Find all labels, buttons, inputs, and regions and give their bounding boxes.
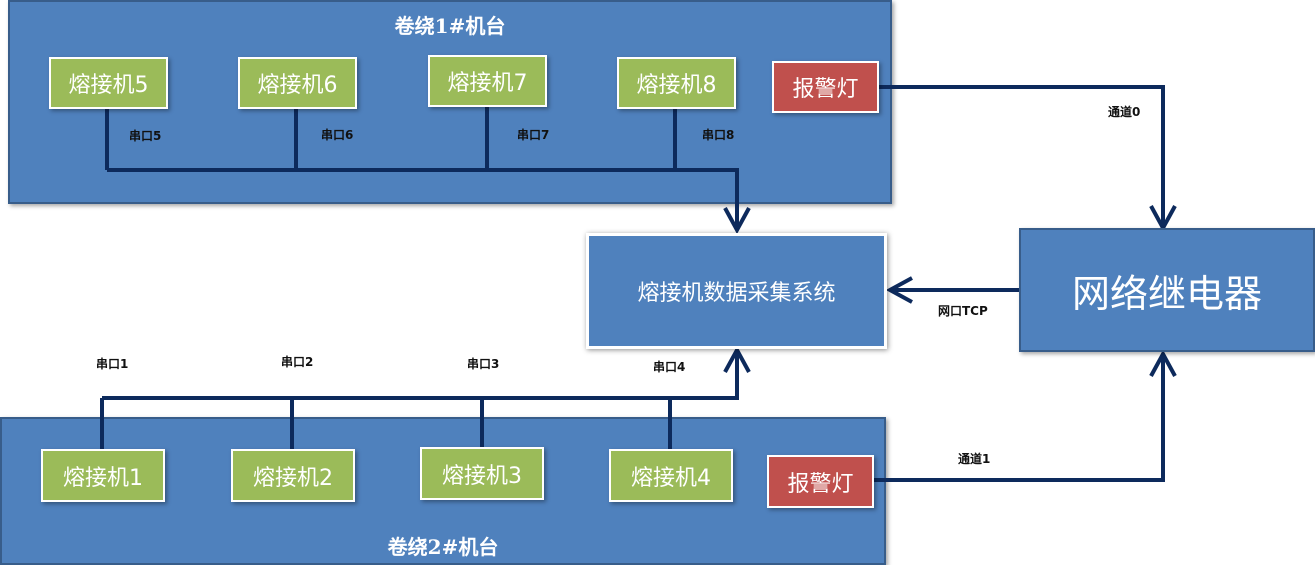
- port-label-2: 串口2: [281, 355, 314, 369]
- channel-1-label: 通道1: [958, 452, 991, 466]
- arrow-machine-2-to-system: [723, 345, 751, 373]
- welder-6[interactable]: 熔接机6: [238, 57, 357, 109]
- port-label-8: 串口8: [702, 128, 735, 142]
- alarm-light-1-label: 报警灯: [792, 77, 859, 102]
- alarm-light-2[interactable]: 报警灯: [767, 455, 874, 508]
- port-label-1: 串口1: [96, 357, 129, 371]
- welder-4[interactable]: 熔接机4: [609, 449, 733, 502]
- arrow-machine-1-to-system: [723, 207, 751, 235]
- welder-2[interactable]: 熔接机2: [231, 449, 355, 502]
- welder-1[interactable]: 熔接机1: [41, 449, 165, 502]
- relay-label: 网络继电器: [1071, 271, 1262, 316]
- port-label-5: 串口5: [129, 129, 162, 143]
- welder-8[interactable]: 熔接机8: [617, 57, 736, 109]
- wire-channel-0: [879, 85, 1165, 226]
- arrow-tcp: [885, 276, 913, 304]
- welder-3-label: 熔接机3: [442, 463, 522, 489]
- welder-1-label: 熔接机1: [63, 465, 143, 491]
- arrow-channel-1: [1149, 349, 1177, 377]
- port-label-4: 串口4: [653, 360, 686, 374]
- system-label: 熔接机数据采集系统: [637, 281, 836, 306]
- alarm-light-2-label: 报警灯: [787, 471, 854, 497]
- port-label-7: 串口7: [517, 128, 550, 142]
- welder-5[interactable]: 熔接机5: [49, 57, 168, 109]
- bus-machine-1: [107, 168, 739, 228]
- data-acquisition-system[interactable]: 熔接机数据采集系统: [586, 233, 887, 349]
- network-port-label: 网口TCP: [938, 304, 988, 318]
- bus-machine-2: [102, 352, 739, 400]
- machine-2-title: 卷绕2#机台: [387, 535, 499, 559]
- welder-2-label: 熔接机2: [253, 465, 333, 491]
- welder-8-label: 熔接机8: [636, 73, 717, 98]
- wire-channel-1: [874, 356, 1165, 482]
- welder-7[interactable]: 熔接机7: [428, 55, 547, 107]
- port-label-3: 串口3: [467, 357, 500, 371]
- channel-0-label: 通道0: [1108, 105, 1141, 119]
- welder-7-label: 熔接机7: [447, 71, 528, 96]
- machine-1-title: 卷绕1#机台: [394, 14, 506, 38]
- welder-5-label: 熔接机5: [68, 73, 149, 98]
- welder-3[interactable]: 熔接机3: [420, 447, 544, 500]
- alarm-light-1[interactable]: 报警灯: [772, 61, 879, 113]
- network-relay[interactable]: 网络继电器: [1019, 228, 1315, 352]
- port-label-6: 串口6: [321, 128, 354, 142]
- welder-6-label: 熔接机6: [257, 73, 338, 98]
- welder-4-label: 熔接机4: [631, 465, 711, 491]
